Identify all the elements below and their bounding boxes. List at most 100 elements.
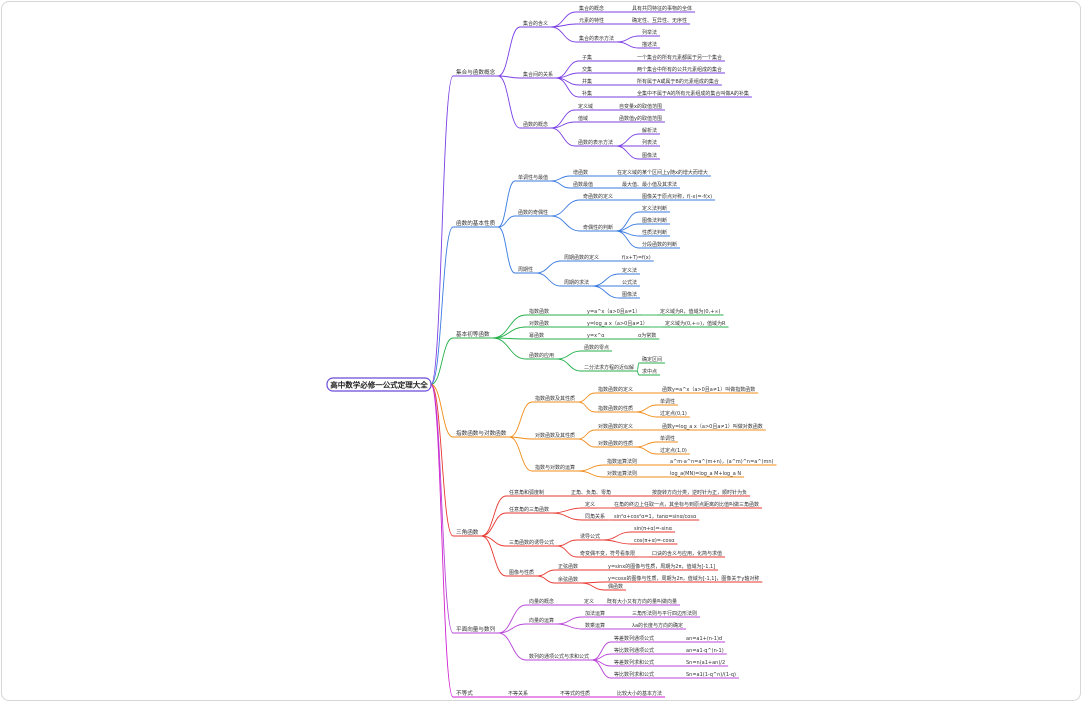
node-b4b[interactable]: 对数函数及其性质 [535, 432, 575, 439]
node-b6c[interactable]: 数列的通项公式与求和公式 [529, 653, 589, 660]
node-b1c[interactable]: 函数的概念 [523, 121, 548, 128]
node-b3bx[interactable]: y=log_a x（a>0且a≠1） [587, 321, 648, 327]
node-b2b1[interactable]: 奇函数的定义 [583, 193, 613, 200]
node-b6c3[interactable]: 等差数列求和公式 [614, 659, 654, 666]
node-b1[interactable]: 集合与函数概念 [456, 68, 496, 76]
node-b1b[interactable]: 集合间的关系 [523, 71, 553, 78]
node-b3cx[interactable]: y=x^α [587, 333, 605, 339]
node-b1a2[interactable]: 元素的特性 [579, 17, 604, 24]
node-b2c[interactable]: 周期性 [518, 266, 533, 273]
node-b2a1[interactable]: 增函数 [573, 169, 588, 176]
node-b6b2x[interactable]: λa的长度与方向的确定 [632, 622, 683, 629]
node-b4c1[interactable]: 指数运算法则 [607, 458, 637, 465]
node-b5d[interactable]: 图像与性质 [509, 569, 534, 576]
node-b6b[interactable]: 向量的运算 [529, 617, 554, 624]
node-b1b2[interactable]: 交集 [582, 66, 592, 73]
node-b2c2a[interactable]: 定义法 [622, 267, 637, 274]
node-b4a2b[interactable]: 过定点(0,1) [660, 410, 687, 417]
node-b3by[interactable]: 定义域为(0,+∞)，值域为R [665, 320, 726, 327]
node-b2b1x[interactable]: 图像关于原点对称，f(-x)=-f(x) [642, 193, 712, 200]
node-b5c1[interactable]: 诱导公式 [580, 533, 600, 540]
node-b4c[interactable]: 指数与对数的运算 [535, 464, 575, 471]
node-b5b1x[interactable]: 在角的终边上任取一点，其坐标与到原点距离的比值叫做三角函数 [614, 501, 759, 508]
node-b6a[interactable]: 向量的概念 [529, 598, 554, 605]
node-b3ax[interactable]: y=a^x（a>0且a≠1） [587, 309, 640, 315]
node-b1a3y[interactable]: 描述法 [642, 41, 657, 48]
node-b1c3z[interactable]: 图像法 [642, 152, 657, 159]
root-node[interactable]: 高中数学必修一公式定理大全 [326, 377, 432, 392]
node-b3c[interactable]: 幂函数 [529, 332, 544, 339]
node-b1a[interactable]: 集合的含义 [523, 20, 548, 27]
node-b6c4x[interactable]: Sn=a1(1-q^n)/(1-q) [686, 672, 736, 678]
node-b6a1x[interactable]: 既有大小又有方向的量叫做向量 [607, 598, 677, 605]
node-b4a[interactable]: 指数函数及其性质 [535, 395, 575, 402]
node-b4a2[interactable]: 指数函数的性质 [598, 405, 633, 412]
node-b4a2a[interactable]: 单调性 [660, 398, 675, 405]
node-b7a[interactable]: 不等关系 [508, 690, 528, 697]
node-b3a[interactable]: 指数函数 [529, 308, 549, 315]
node-b1a3x[interactable]: 列举法 [642, 29, 657, 36]
node-b6b1[interactable]: 加法运算 [585, 610, 605, 617]
node-b5c1a[interactable]: sin(π+α)=-sinα [634, 526, 673, 532]
node-b4c2[interactable]: 对数运算法则 [607, 470, 637, 477]
node-b1c3x[interactable]: 解析法 [642, 127, 657, 134]
node-b5a1[interactable]: 正角、负角、零角 [571, 489, 611, 496]
node-b1a1[interactable]: 集合的概念 [579, 5, 604, 12]
node-b5d1[interactable]: 正弦函数 [558, 563, 578, 570]
node-b1b1x[interactable]: 一个集合的所有元素都属于另一个集合 [637, 54, 722, 61]
node-b6c1x[interactable]: an=a1+(n-1)d [686, 636, 722, 642]
node-b2c2[interactable]: 周期的求法 [564, 279, 589, 286]
node-b6c4[interactable]: 等比数列求和公式 [614, 671, 654, 678]
node-b7a1x[interactable]: 比较大小的基本方法 [617, 690, 662, 697]
node-b4[interactable]: 指数函数与对数函数 [456, 429, 507, 437]
node-b1a3[interactable]: 集合的表示方法 [579, 35, 614, 42]
node-b2b2[interactable]: 奇偶性的判断 [583, 224, 613, 231]
node-b6a1[interactable]: 定义 [584, 598, 594, 605]
node-b5[interactable]: 三角函数 [456, 528, 479, 536]
node-b4c2x[interactable]: log_a(MN)=log_a M+log_a N [670, 471, 741, 477]
node-b4a1[interactable]: 指数函数的定义 [598, 386, 633, 393]
node-b2a1x[interactable]: 在定义域的某个区间上y随x的增大而增大 [617, 169, 708, 176]
node-b6c3x[interactable]: Sn=n(a1+an)/2 [686, 660, 725, 666]
node-b5b1[interactable]: 定义 [585, 501, 595, 508]
node-b2a[interactable]: 单调性与最值 [518, 174, 548, 181]
node-b4a1x[interactable]: 函数y=a^x（a>0且a≠1）叫做指数函数 [662, 386, 755, 393]
node-b2a2[interactable]: 函数最值 [573, 181, 593, 188]
node-b2b2b[interactable]: 图像法判断 [642, 217, 667, 224]
node-b1c2[interactable]: 值域 [578, 115, 588, 122]
node-b3cy[interactable]: α为常数 [638, 332, 656, 339]
node-b6b2[interactable]: 数乘运算 [585, 622, 605, 629]
node-b1c1x[interactable]: 自变量x的取值范围 [619, 103, 662, 110]
node-b1b3x[interactable]: 所有属于A或属于B的元素组成的集合 [637, 78, 719, 85]
node-b3d1[interactable]: 函数的零点 [584, 344, 609, 351]
node-b2c1x[interactable]: f(x+T)=f(x) [622, 255, 651, 261]
node-b1c3y[interactable]: 列表法 [642, 139, 657, 146]
node-b5c[interactable]: 三角函数的诱导公式 [509, 539, 554, 546]
node-b6c2x[interactable]: an=a1·q^(n-1) [686, 648, 724, 654]
node-b5b2[interactable]: 同角关系 [585, 513, 605, 520]
node-b5d2[interactable]: 余弦函数 [558, 576, 578, 583]
node-b5a[interactable]: 任意角和弧度制 [509, 489, 544, 496]
node-b2c1[interactable]: 周期函数的定义 [564, 254, 599, 261]
node-b1a2x[interactable]: 确定性、互异性、无序性 [632, 17, 687, 24]
node-b6[interactable]: 平面向量与数列 [456, 625, 496, 633]
node-b3ay[interactable]: 定义域为R，值域为(0,+∞) [660, 308, 721, 315]
node-b5c1b[interactable]: cos(π+α)=-cosα [634, 538, 675, 544]
node-b5d2y[interactable]: 偶函数 [608, 583, 623, 590]
node-b1c1[interactable]: 定义域 [578, 103, 593, 110]
node-b5c2x[interactable]: 口诀的含义与应用，化简与求值 [652, 550, 722, 557]
node-b2b2a[interactable]: 定义法判断 [642, 205, 667, 212]
node-b1a1x[interactable]: 具有共同特征的事物的全体 [632, 5, 692, 12]
node-b2b2c[interactable]: 性质法判断 [642, 229, 667, 236]
node-b2b2d[interactable]: 分段函数的判断 [642, 241, 677, 248]
node-b3d2a[interactable]: 确定区间 [642, 356, 662, 363]
node-b6c2[interactable]: 等比数列通项公式 [614, 647, 654, 654]
node-b1b2x[interactable]: 两个集合中所有的公共元素组成的集合 [637, 66, 722, 73]
node-b4b2[interactable]: 对数函数的性质 [598, 440, 633, 447]
node-b1c3[interactable]: 函数的表示方法 [578, 139, 613, 146]
node-b7a1[interactable]: 不等式的性质 [560, 690, 590, 697]
node-b1c2x[interactable]: 函数值y的取值范围 [619, 115, 662, 122]
node-b2c2b[interactable]: 公式法 [622, 279, 637, 286]
node-b6c1[interactable]: 等差数列通项公式 [614, 635, 654, 642]
node-b4b2b[interactable]: 过定点(1,0) [660, 447, 687, 454]
